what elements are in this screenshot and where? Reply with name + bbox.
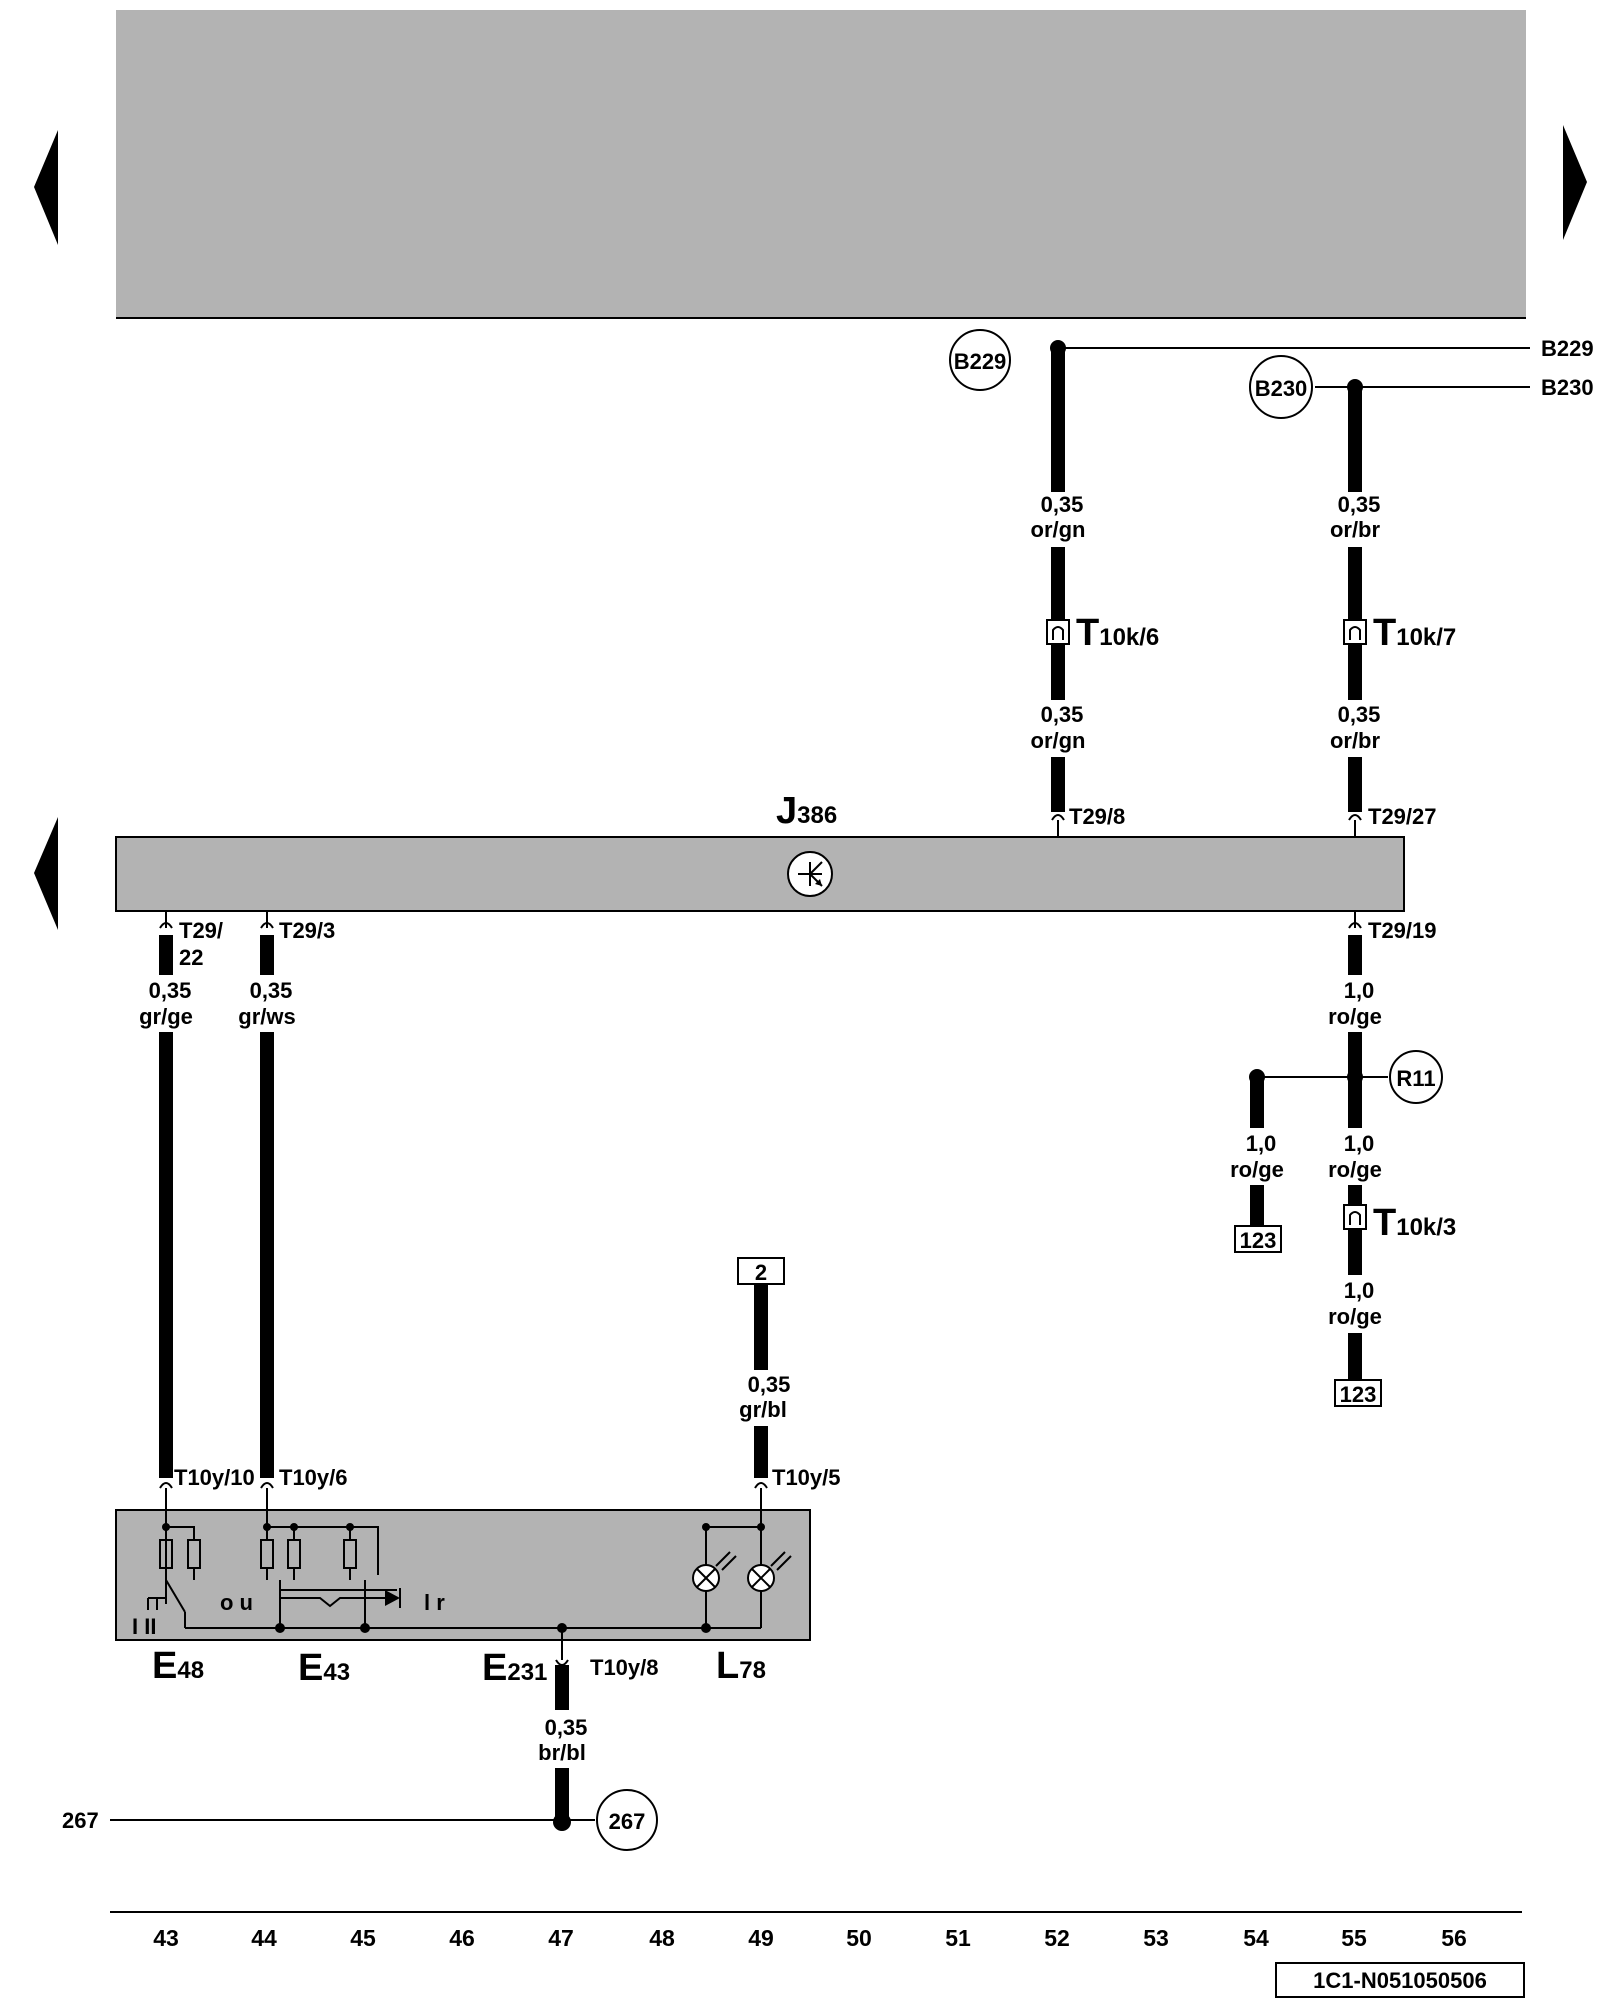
wire-color: or/gn (1031, 517, 1086, 542)
switch-pos-o-u: o u (220, 1590, 253, 1615)
scale-number: 53 (1143, 1925, 1169, 1951)
scale-number: 54 (1243, 1925, 1269, 1951)
ref-box-2 (737, 1257, 785, 1285)
connector-t10k7-label: T10k/7 (1373, 612, 1456, 654)
scale-number: 47 (548, 1925, 574, 1951)
ref-box-123-label: 123 (1340, 1382, 1377, 1407)
wire-color: or/gn (1031, 728, 1086, 753)
ground-267-node (596, 1789, 658, 1851)
scale-number: 46 (449, 1925, 475, 1951)
pin-t29-22-a: T29/ (179, 918, 223, 943)
switch-pos-1-2: I II (132, 1614, 156, 1639)
wire-size: 0,35 (1338, 492, 1381, 517)
connector-t10k7-symbol (1343, 619, 1367, 645)
footer-code: 1C1-N051050506 (1313, 1968, 1487, 1993)
pin-t10y-10: T10y/10 (174, 1465, 255, 1490)
next-page-arrow[interactable] (1563, 125, 1587, 240)
scale-number: 56 (1441, 1925, 1467, 1951)
junction (553, 1813, 571, 1831)
pin-t29-8: T29/8 (1069, 804, 1125, 829)
wire-size: 0,35 (149, 978, 192, 1003)
ref-box-123 (1334, 1379, 1382, 1407)
scale-number: 55 (1341, 1925, 1367, 1951)
top-component-block (116, 10, 1526, 318)
scale-number: 43 (153, 1925, 179, 1951)
connector-t10k6-label: T10k/6 (1076, 612, 1159, 654)
b229-node (949, 329, 1011, 391)
wire-color: or/br (1330, 728, 1381, 753)
b230-label: B230 (1255, 376, 1308, 401)
footer-code-box (1275, 1962, 1525, 1998)
prev-page-arrow[interactable] (34, 130, 58, 245)
pin-t10y-6: T10y/6 (279, 1465, 348, 1490)
connector-t10k3-symbol (1343, 1204, 1367, 1230)
wire-color: ro/ge (1328, 1304, 1382, 1329)
wire-size: 1,0 (1344, 1278, 1375, 1303)
pin-t29-3: T29/3 (279, 918, 335, 943)
wire-color: gr/ws (238, 1004, 295, 1029)
wire-size: 1,0 (1344, 1131, 1375, 1156)
scale-number: 50 (846, 1925, 872, 1951)
pin-t10y-8: T10y/8 (590, 1655, 659, 1680)
component-e231-label: E231 (482, 1647, 547, 1689)
scale-number: 52 (1044, 1925, 1070, 1951)
junction (1347, 1069, 1363, 1085)
wire-color: gr/bl (739, 1397, 787, 1422)
component-e48-label: E48 (152, 1645, 204, 1687)
pin-t29-27: T29/27 (1368, 804, 1437, 829)
n267-ref: 267 (62, 1808, 99, 1833)
r11-label: R11 (1396, 1066, 1435, 1091)
switch-pos-l-r: l r (424, 1590, 445, 1615)
scale-number: 45 (350, 1925, 376, 1951)
wire-color: ro/ge (1328, 1004, 1382, 1029)
scale-number: 48 (649, 1925, 675, 1951)
connector-t10k6-symbol (1046, 619, 1070, 645)
wire-color: ro/ge (1328, 1157, 1382, 1182)
component-j386-label: J386 (776, 790, 837, 832)
ref-box-123-label: 123 (1240, 1228, 1277, 1253)
b230-node (1249, 355, 1313, 419)
b229-ref: B229 (1541, 336, 1594, 361)
scale-number: 44 (251, 1925, 277, 1951)
wire-color: or/br (1330, 517, 1381, 542)
b229-label: B229 (954, 349, 1007, 374)
ref-box-2-label: 2 (755, 1260, 767, 1285)
wire-size: 0,35 (250, 978, 293, 1003)
component-e43-label: E43 (298, 1647, 350, 1689)
pin-t10y-5: T10y/5 (772, 1465, 841, 1490)
wire-size: 0,35 (1041, 702, 1084, 727)
wire-size: 0,35 (1338, 702, 1381, 727)
r11-node (1389, 1050, 1443, 1104)
wire-size: 0,35 (545, 1715, 588, 1740)
b230-ref: B230 (1541, 375, 1594, 400)
connector-t10k3-label: T10k/3 (1373, 1202, 1456, 1244)
wire-color: gr/ge (139, 1004, 193, 1029)
ground-267-label: 267 (609, 1809, 646, 1834)
wire-color: br/bl (538, 1740, 586, 1765)
component-j386 (115, 836, 1405, 912)
ref-box-123 (1234, 1225, 1282, 1253)
scale-numbers: 43 44 45 46 47 48 49 50 51 52 53 54 55 5… (153, 1925, 1467, 1951)
prev-page-arrow-2[interactable] (34, 817, 58, 930)
wire-size: 1,0 (1344, 978, 1375, 1003)
scale-number: 49 (748, 1925, 774, 1951)
component-l78-label: L78 (716, 1645, 766, 1687)
wire-color: ro/ge (1230, 1157, 1284, 1182)
wire-size: 0,35 (1041, 492, 1084, 517)
scale-number: 51 (945, 1925, 971, 1951)
wire-size: 0,35 (748, 1372, 791, 1397)
wire-size: 1,0 (1246, 1131, 1277, 1156)
pin-t29-22-b: 22 (179, 945, 203, 970)
pin-t29-19: T29/19 (1368, 918, 1437, 943)
